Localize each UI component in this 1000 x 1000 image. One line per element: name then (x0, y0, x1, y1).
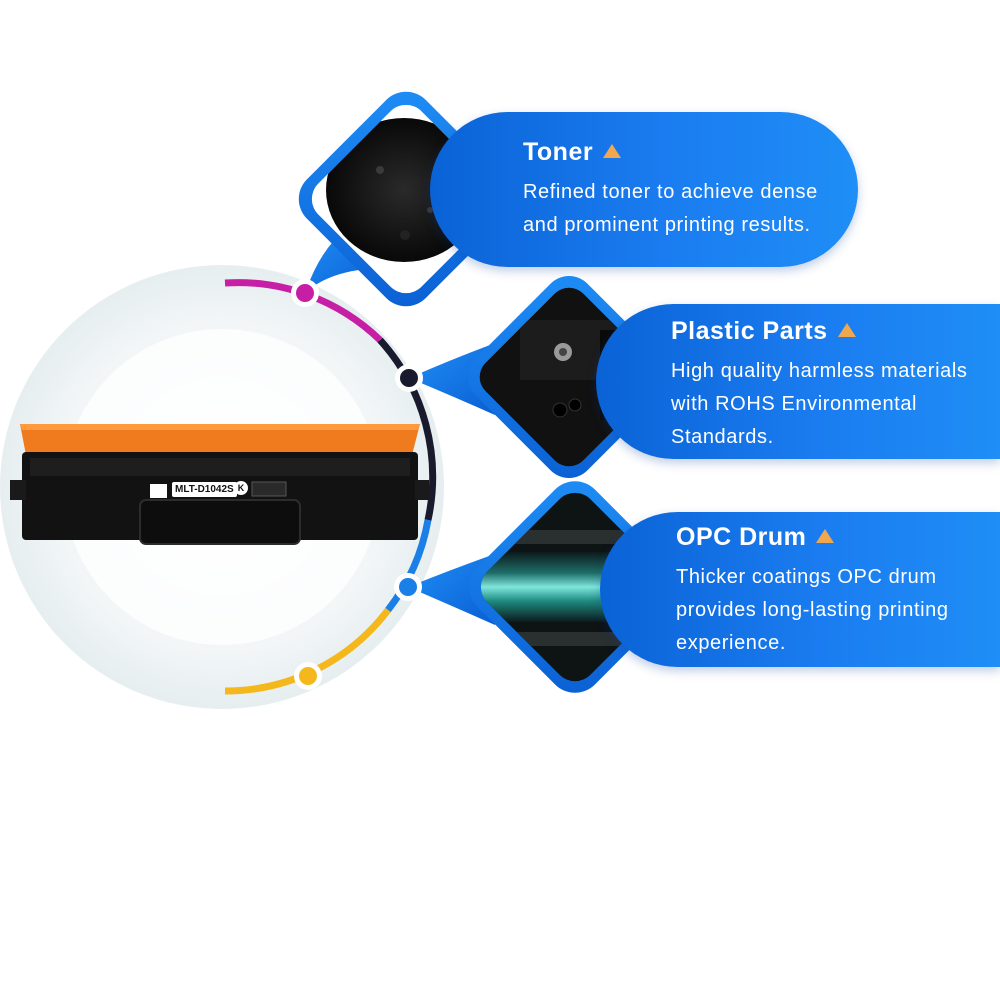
feature-title-plastic: Plastic Parts (671, 317, 856, 346)
triangle-icon (816, 529, 835, 543)
cartridge-model-label: MLT-D1042S (172, 482, 237, 497)
cartridge-color-badge: K (234, 481, 248, 495)
triangle-icon (837, 323, 856, 337)
feature-description-drum: Thicker coatings OPC drum provides long-… (676, 566, 949, 654)
dark-arc (377, 337, 437, 521)
feature-description-plastic: High quality harmless materials with ROH… (671, 360, 968, 448)
feature-card-drum (600, 512, 1000, 667)
feature-title-toner: Toner (523, 138, 622, 167)
feature-card-toner (430, 112, 858, 267)
blue-arc (385, 519, 432, 613)
feature-card-plastic (596, 304, 1000, 459)
feature-description-toner: Refined toner to achieve dense and promi… (523, 181, 818, 236)
triangle-icon (603, 144, 622, 158)
feature-title-drum: OPC Drum (676, 523, 835, 552)
